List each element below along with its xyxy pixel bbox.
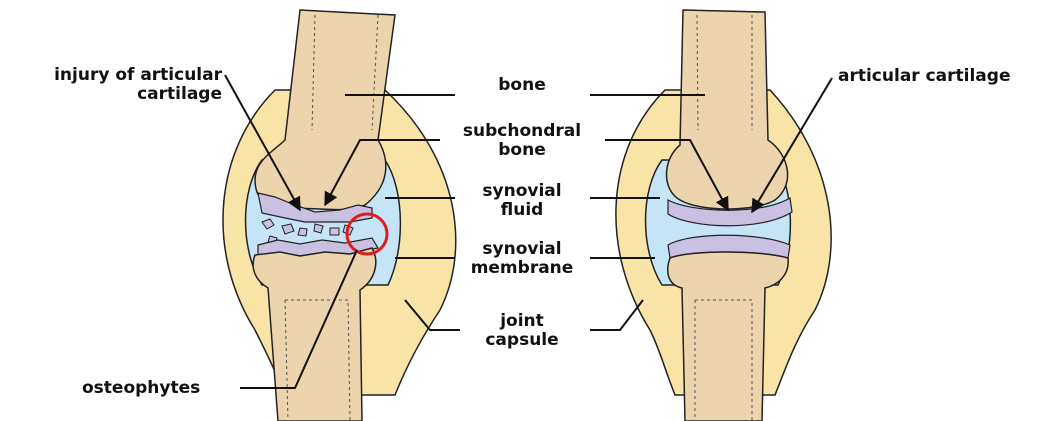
label-bone: bone bbox=[498, 76, 545, 95]
label-subchondral-bone: subchondral bone bbox=[463, 122, 581, 160]
damaged-joint bbox=[223, 10, 456, 421]
label-synovial-fluid: synovial fluid bbox=[482, 182, 561, 220]
label-synovial-membrane: synovial membrane bbox=[471, 240, 574, 278]
leader-capsule-right bbox=[590, 300, 643, 330]
lower-bone-left bbox=[253, 248, 376, 421]
healthy-joint bbox=[616, 10, 831, 421]
label-joint-capsule: joint capsule bbox=[485, 312, 558, 350]
label-osteophytes: osteophytes bbox=[82, 379, 200, 398]
label-injury-articular-cartilage: injury of articular cartilage bbox=[10, 66, 222, 104]
label-articular-cartilage: articular cartilage bbox=[838, 67, 1010, 86]
